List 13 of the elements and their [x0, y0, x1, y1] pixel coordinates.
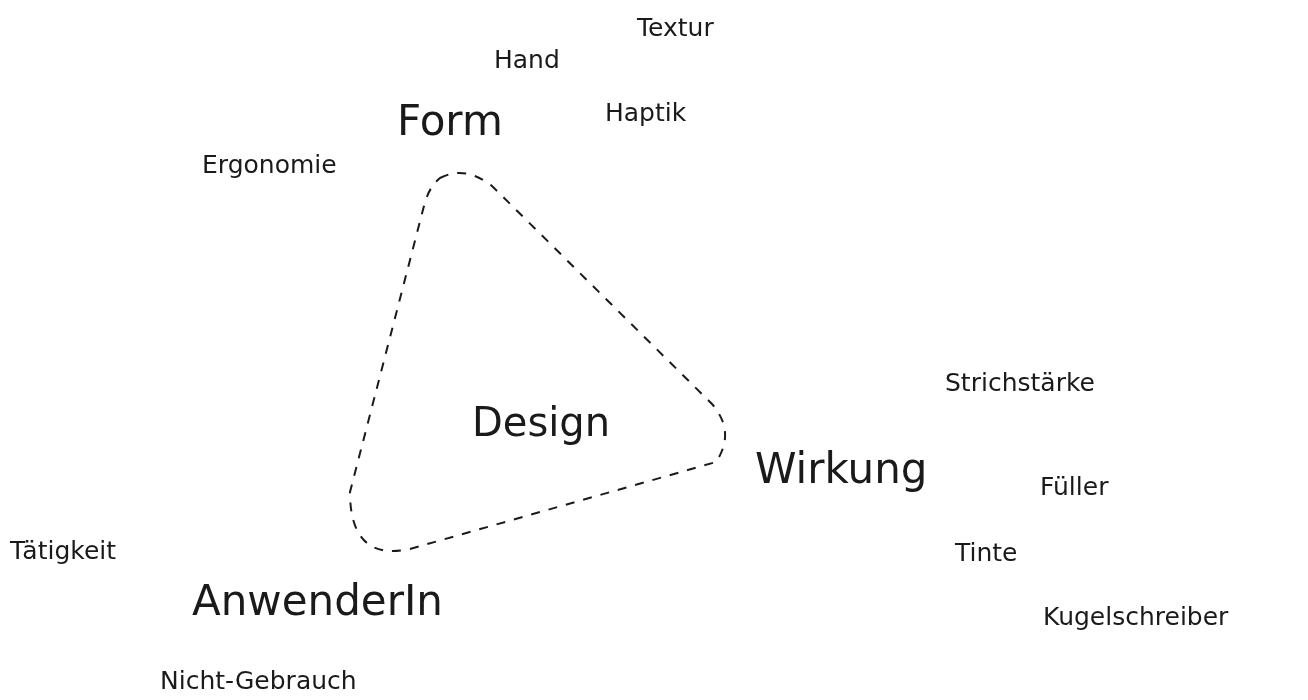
heading-label: AnwenderIn	[192, 580, 443, 622]
keyword-label: Textur	[637, 15, 714, 40]
keyword-label: Hand	[494, 47, 560, 72]
keyword-label: Nicht-Gebrauch	[160, 668, 357, 693]
keyword-label: Haptik	[605, 100, 687, 125]
keyword-label: Strichstärke	[945, 370, 1095, 395]
keyword-label: Tinte	[955, 540, 1018, 565]
heading-label: Form	[397, 100, 503, 142]
heading-label: Wirkung	[755, 448, 928, 490]
keyword-label: Ergonomie	[202, 152, 337, 177]
keyword-label: Tätigkeit	[10, 538, 116, 563]
keyword-label: Kugelschreiber	[1043, 604, 1229, 629]
keyword-label: Füller	[1040, 474, 1109, 499]
